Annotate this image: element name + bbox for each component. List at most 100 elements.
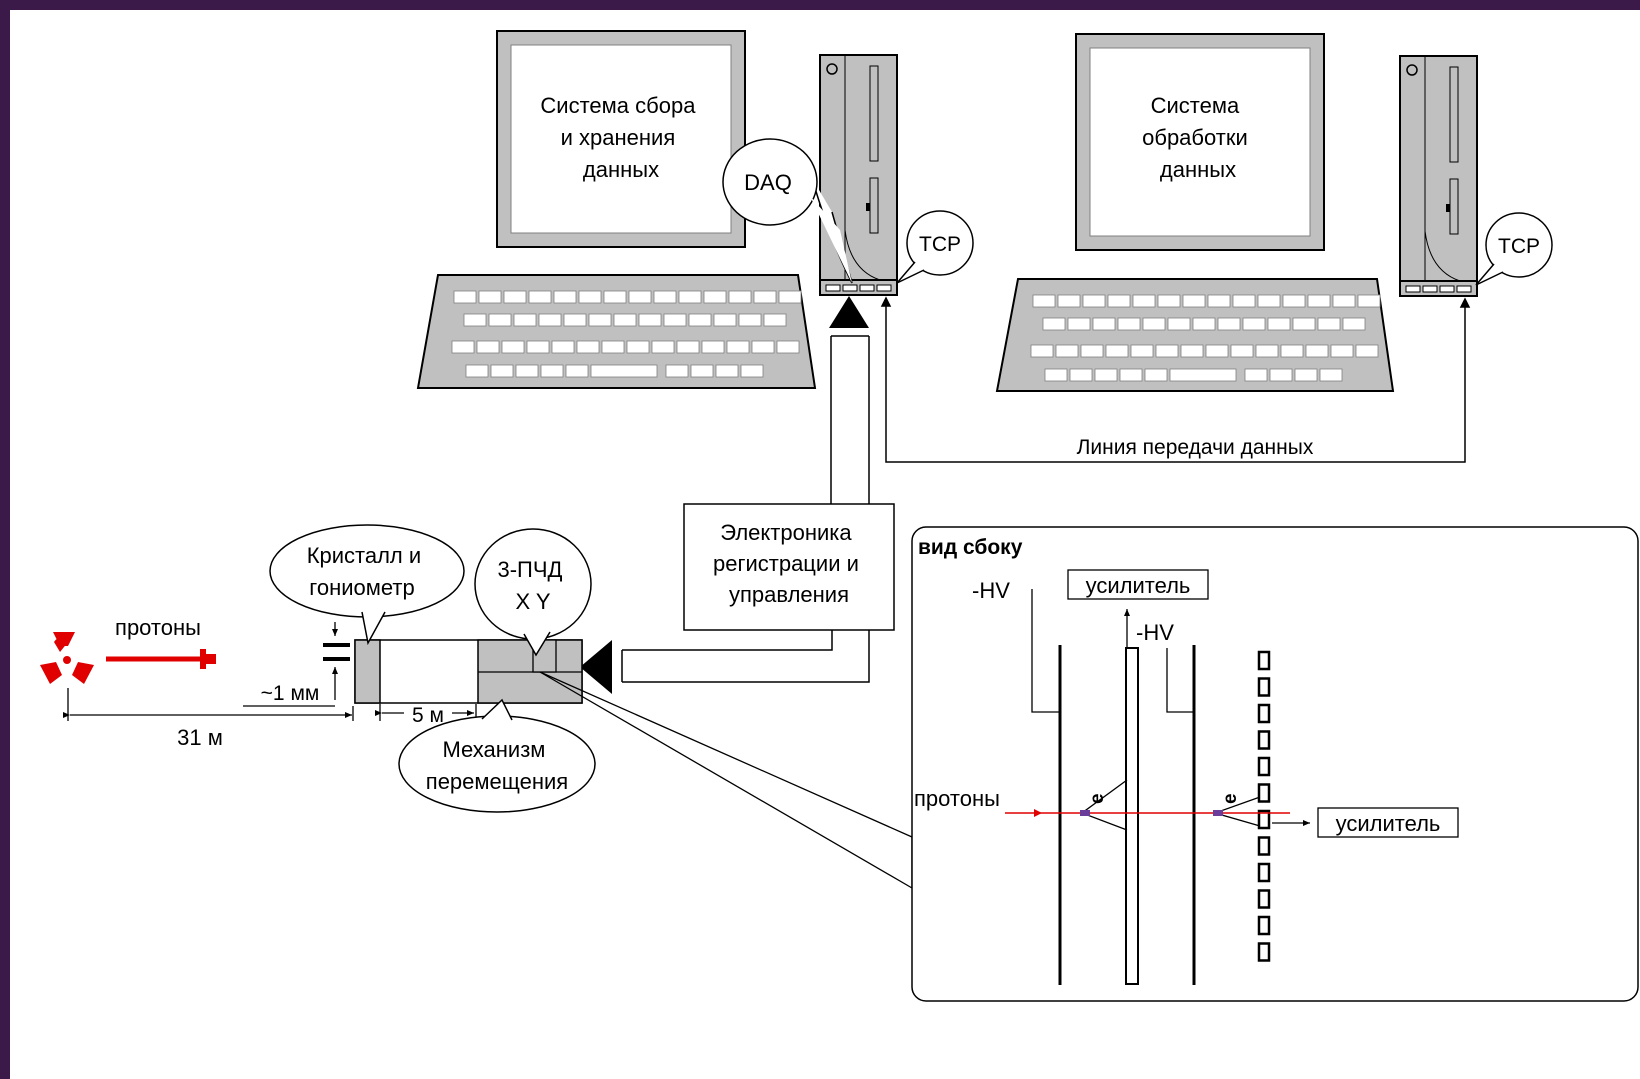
- keyboard-key: [488, 313, 512, 327]
- crystal-line-1: Кристалл и: [307, 543, 421, 568]
- readout-strip: [1257, 650, 1271, 671]
- keyboard-key: [688, 313, 712, 327]
- keyboard-key: [490, 364, 514, 378]
- processing-screen-line-1: Система: [1151, 93, 1240, 118]
- detector-callout-text: 3-ПЧД X Y: [497, 557, 568, 614]
- keyboard-key: [1119, 368, 1143, 382]
- strip-readout: [1257, 650, 1271, 962]
- readout-strip: [1257, 730, 1271, 750]
- keyboard-key: [476, 340, 500, 354]
- keyboard-key: [1282, 294, 1306, 308]
- keyboard-key: [1269, 368, 1293, 382]
- amplifier-right-box: [1317, 807, 1459, 838]
- keyboard-key: [515, 364, 539, 378]
- distance-31-label: 31 м: [177, 725, 223, 750]
- tcp-callout-left: TCP: [896, 210, 974, 284]
- keyboard-key: [690, 364, 714, 378]
- keyboard-key: [715, 364, 739, 378]
- keyboard-key: [1305, 344, 1329, 358]
- readout-strip: [1257, 809, 1271, 830]
- keyboard-key: [778, 290, 802, 304]
- keyboard-key: [1092, 317, 1116, 331]
- keyboard-key: [1155, 344, 1179, 358]
- keyboard-key: [453, 290, 477, 304]
- keyboard-key: [553, 290, 577, 304]
- keyboard-key: [1044, 368, 1068, 382]
- keyboard-key: [478, 290, 502, 304]
- keyboard-key: [663, 313, 687, 327]
- processing-screen-line-2: обработки: [1142, 125, 1248, 150]
- distance-31-dimension: [63, 688, 354, 721]
- mechanism-line-2: перемещения: [426, 769, 568, 794]
- processing-monitor: Система обработки данных: [1075, 33, 1325, 251]
- daq-keyboard: [416, 274, 817, 389]
- gap-1mm-dimension: [243, 622, 350, 707]
- keyboard-key: [1292, 317, 1316, 331]
- keyboard-key: [563, 313, 587, 327]
- keyboard-key: [551, 340, 575, 354]
- hv-right-label: -HV: [1136, 620, 1174, 645]
- keyboard-key: [1192, 317, 1216, 331]
- keyboard-key: [701, 340, 725, 354]
- keyboard-key: [1280, 344, 1304, 358]
- keyboard-key: [1317, 317, 1341, 331]
- readout-strip: [1257, 942, 1271, 962]
- keyboard-key: [1080, 344, 1104, 358]
- side-view-panel: вид сбоку -HV усилитель -HV протоны e e …: [911, 526, 1639, 1002]
- daq-power-icon: [826, 63, 838, 75]
- keyboard-key: [1207, 294, 1231, 308]
- keyboard-key: [1132, 294, 1156, 308]
- keyboard-key: [1332, 294, 1356, 308]
- hv-left-wire: [1031, 589, 1060, 713]
- keyboard-key: [1055, 344, 1079, 358]
- keyboard-key: [1357, 294, 1381, 308]
- readout-strip: [1257, 915, 1271, 936]
- keyboard-key: [1169, 368, 1237, 382]
- keyboard-key: [451, 340, 475, 354]
- keyboard-key: [1294, 368, 1318, 382]
- hv-left-label: -HV: [972, 578, 1010, 603]
- daq-callout: DAQ: [722, 138, 853, 284]
- keyboard-key: [738, 313, 762, 327]
- detector-line-2: X Y: [515, 589, 550, 614]
- keyboard-key: [638, 313, 662, 327]
- radiation-icon: [40, 632, 94, 684]
- keyboard-key: [1230, 344, 1254, 358]
- distance-5-label: 5 м: [412, 704, 444, 727]
- electronics-box: Электроника регистрации и управления: [683, 503, 895, 631]
- hv-right-wire: [1166, 648, 1194, 713]
- keyboard-key: [1032, 294, 1056, 308]
- data-line-label: Линия передачи данных: [1077, 436, 1314, 459]
- tcp-callout-right: TCP: [1475, 212, 1553, 286]
- readout-strip: [1257, 703, 1271, 724]
- keyboard-key: [578, 290, 602, 304]
- amplifier-top-label: усилитель: [1086, 573, 1191, 598]
- keyboard-key: [1142, 317, 1166, 331]
- keyboard-key: [1030, 344, 1054, 358]
- detector-callout: 3-ПЧД X Y: [474, 528, 592, 657]
- keyboard-key: [1105, 344, 1129, 358]
- keyboard-key: [1205, 344, 1229, 358]
- side-protons-label: протоны: [914, 786, 1000, 811]
- amplifier-right-label: усилитель: [1336, 811, 1441, 836]
- keyboard-key: [465, 364, 489, 378]
- keyboard-key: [613, 313, 637, 327]
- keyboard-key: [1232, 294, 1256, 308]
- keyboard-key: [753, 290, 777, 304]
- processing-tower: [1399, 55, 1478, 297]
- keyboard-key: [776, 340, 800, 354]
- keyboard-key: [763, 313, 787, 327]
- keyboard-key: [1257, 294, 1281, 308]
- keyboard-key: [1094, 368, 1118, 382]
- keyboard-key: [501, 340, 525, 354]
- keyboard-key: [576, 340, 600, 354]
- readout-strip: [1257, 836, 1271, 856]
- processing-screen-text: Система обработки данных: [1142, 93, 1254, 182]
- keyboard-key: [1117, 317, 1141, 331]
- keyboard-key: [1167, 317, 1191, 331]
- keyboard-key: [651, 340, 675, 354]
- keyboard-key: [1144, 368, 1168, 382]
- electronics-line-2: регистрации и: [713, 551, 859, 576]
- crystal-goniometer-block: [354, 639, 381, 704]
